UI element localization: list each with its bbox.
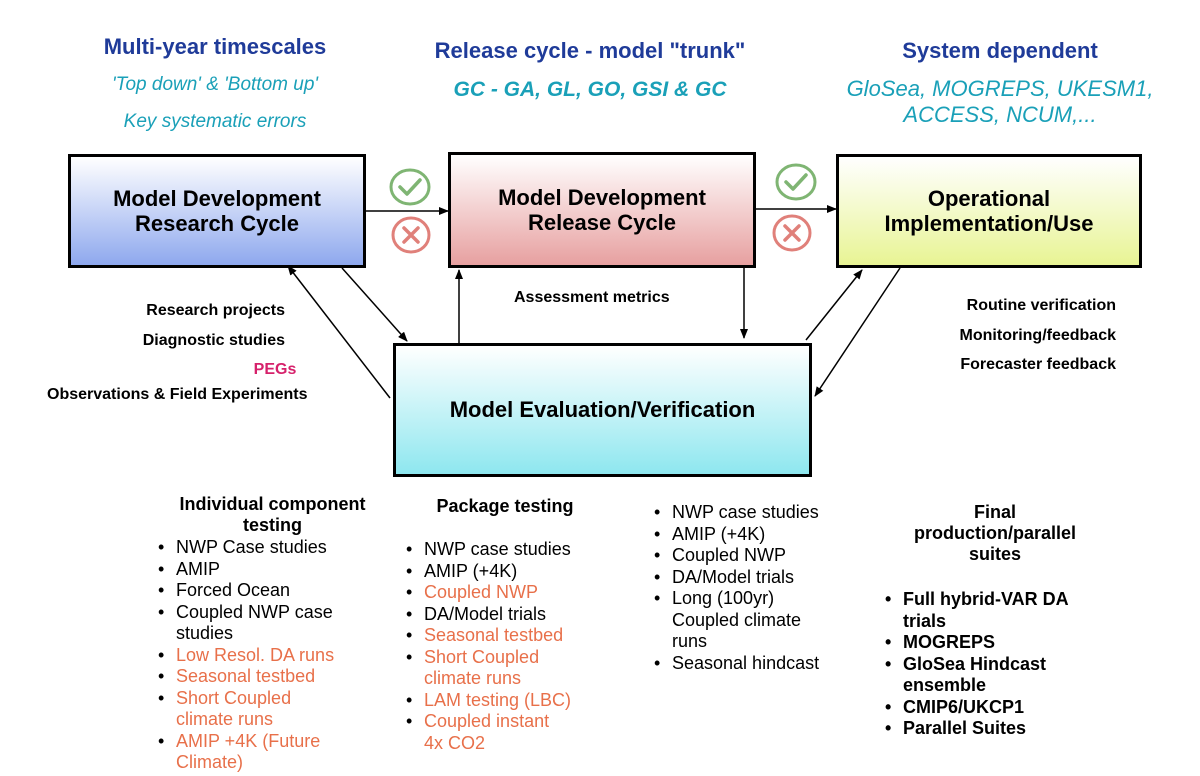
- header-right-line2: ACCESS, NCUM,...: [903, 102, 1097, 127]
- release-box-line2: Release Cycle: [528, 210, 676, 235]
- label-pegs: PEGs: [253, 361, 297, 378]
- label-research-projects: Research projects: [146, 302, 285, 319]
- arrow-operational-to-evaluation: [814, 267, 901, 397]
- right-labels: Routine verification Monitoring/feedback…: [870, 291, 1116, 380]
- check-circle-icon: [775, 163, 817, 201]
- list-item: AMIP (+4K): [654, 524, 864, 546]
- list-item: NWP Case studies: [158, 537, 383, 559]
- x-circle-icon: [772, 214, 812, 252]
- arrow-evaluation-to-operational: [805, 269, 863, 341]
- left-labels: Research projects Diagnostic studies PEG…: [20, 296, 297, 385]
- label-observations-field-experiments: Observations & Field Experiments: [47, 386, 308, 403]
- research-box-line1: Model Development: [113, 185, 321, 211]
- header-right-line1: GloSea, MOGREPS, UKESM1,: [846, 76, 1154, 101]
- arrow-evaluation-to-research: [287, 265, 391, 399]
- header-right-title: System dependent: [902, 38, 1098, 63]
- label-routine-verification: Routine verification: [966, 297, 1116, 314]
- col1-title-line2: testing: [242, 515, 302, 535]
- research-box-line2: Research Cycle: [135, 211, 299, 236]
- label-forecaster-feedback: Forecaster feedback: [960, 356, 1116, 373]
- list-item: Seasonal hindcast: [654, 653, 864, 675]
- list-item: Seasonal testbed: [158, 666, 383, 688]
- check-circle-icon: [389, 168, 431, 206]
- operational-box-line2: Implementation/Use: [884, 211, 1094, 236]
- list-item: Coupled NWP: [406, 582, 626, 604]
- col2-title: Package testing: [410, 496, 600, 517]
- col4-title: Final production/parallel suites: [880, 502, 1110, 565]
- col3-list: NWP case studies AMIP (+4K) Coupled NWP …: [654, 502, 864, 674]
- list-item: Parallel Suites: [885, 718, 1115, 740]
- header-center-title: Release cycle - model "trunk": [434, 38, 746, 63]
- header-left-title: Multi-year timescales: [103, 34, 327, 59]
- col4-title-line2: production/parallel: [913, 523, 1077, 543]
- list-item: NWP case studies: [654, 502, 864, 524]
- release-box-line1: Model Development: [498, 184, 706, 210]
- col2-title-line1: Package testing: [436, 496, 574, 516]
- header-left-line1: 'Top down' & 'Bottom up': [111, 74, 319, 95]
- list-item: MOGREPS: [885, 632, 1115, 654]
- label-monitoring-feedback: Monitoring/feedback: [959, 326, 1116, 344]
- evaluation-box-label: Model Evaluation/Verification: [449, 397, 756, 423]
- label-diagnostic-studies: Diagnostic studies: [142, 331, 285, 349]
- list-item: DA/Model trials: [406, 604, 626, 626]
- list-item: AMIP (+4K): [406, 561, 626, 583]
- list-item: Forced Ocean: [158, 580, 383, 602]
- list-item: NWP case studies: [406, 539, 626, 561]
- list-item: CMIP6/UKCP1: [885, 697, 1115, 719]
- list-item: DA/Model trials: [654, 567, 864, 589]
- col1-title-line1: Individual component: [179, 494, 366, 514]
- operational-box-line1: Operational: [927, 185, 1051, 211]
- list-item: Coupled NWP: [654, 545, 864, 567]
- arrow-research-to-evaluation: [341, 267, 408, 342]
- list-item: LAM testing (LBC): [406, 690, 626, 712]
- label-assessment-metrics: Assessment metrics: [514, 289, 670, 306]
- x-circle-icon: [391, 216, 431, 254]
- list-item: Seasonal testbed: [406, 625, 626, 647]
- header-center-line1: GC - GA, GL, GO, GSI & GC: [453, 78, 727, 101]
- header-left-line2: Key systematic errors: [123, 111, 307, 132]
- list-item: Low Resol. DA runs: [158, 645, 383, 667]
- col1-list: NWP Case studies AMIP Forced Ocean Coupl…: [158, 537, 383, 774]
- list-item: AMIP: [158, 559, 383, 581]
- col2-list: NWP case studies AMIP (+4K) Coupled NWP …: [406, 539, 626, 754]
- col4-title-line1: Final: [973, 502, 1016, 522]
- col4-title-line3: suites: [968, 544, 1022, 564]
- col1-title: Individual component testing: [150, 494, 395, 536]
- evaluation-box: Model Evaluation/Verification: [393, 343, 812, 477]
